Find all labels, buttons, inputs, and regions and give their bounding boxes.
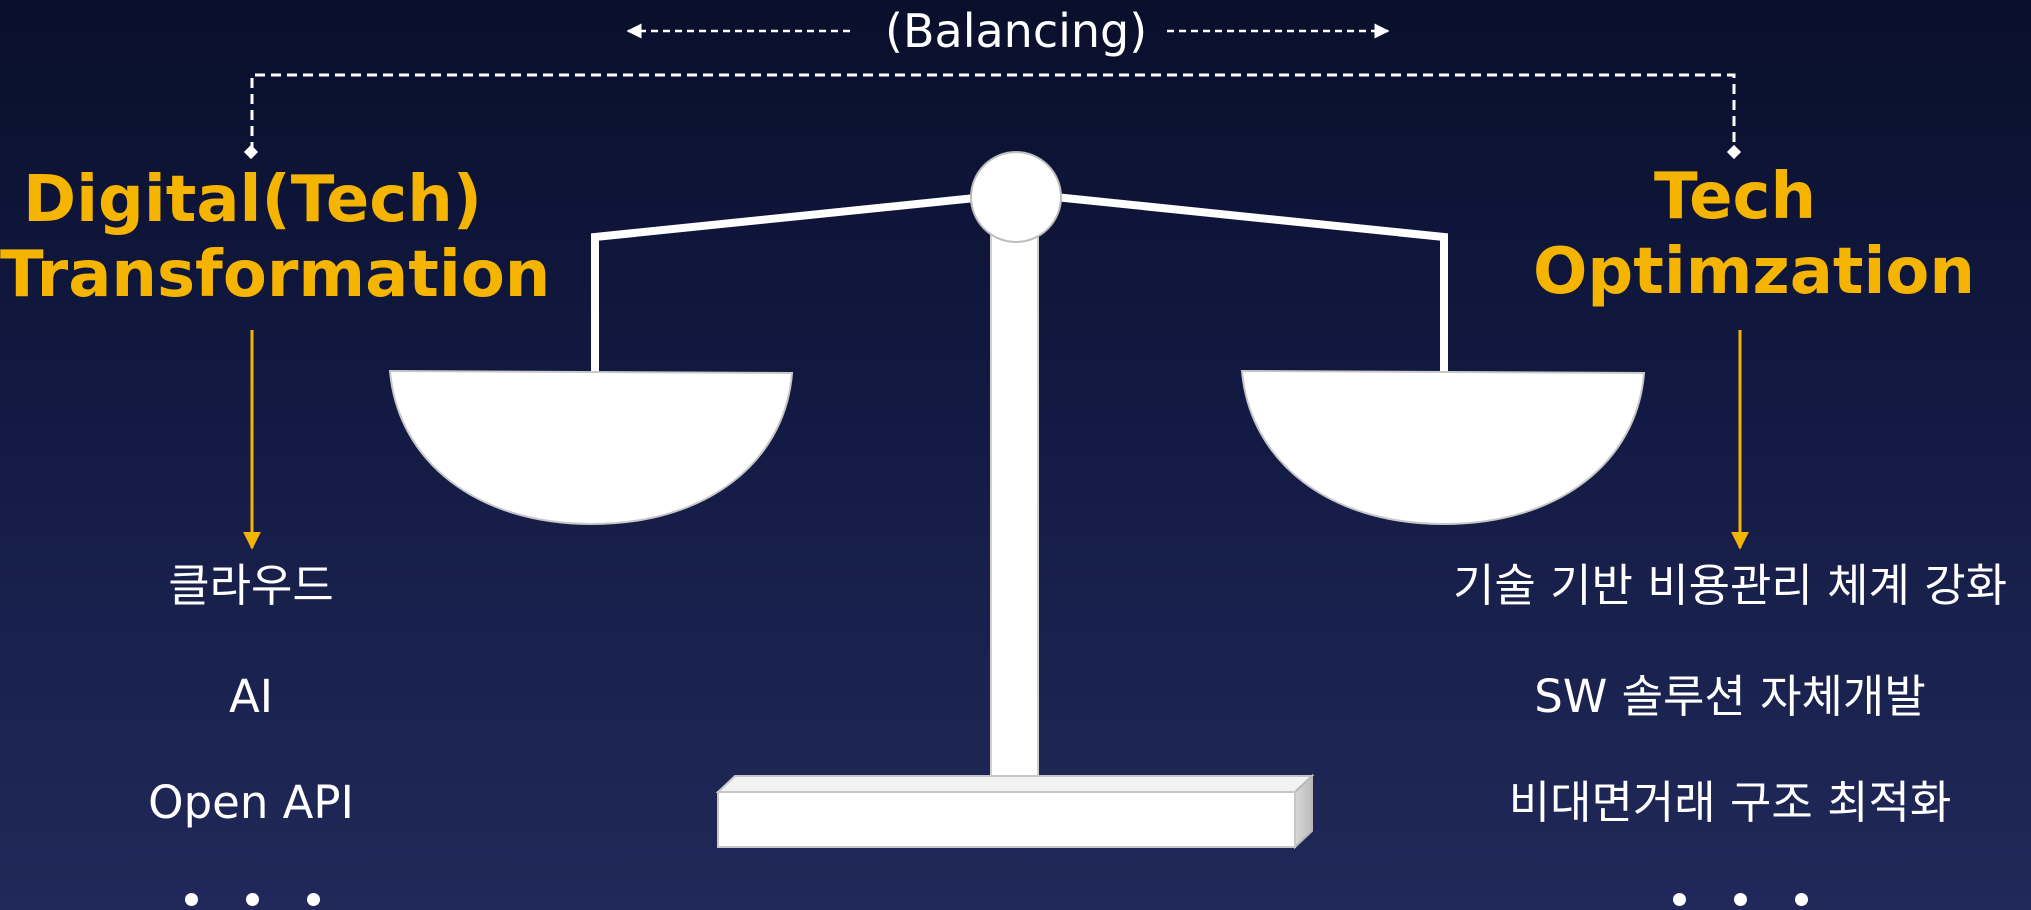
ellipsis-dot xyxy=(307,893,320,906)
scale-icon xyxy=(388,151,1646,850)
right-ellipsis xyxy=(1668,893,1813,906)
left-title: Digital(Tech) Transformation xyxy=(0,163,551,313)
connector-end-right xyxy=(1726,144,1742,160)
left-ellipsis xyxy=(180,893,325,906)
right-title-line1: Tech xyxy=(1653,160,1817,234)
ellipsis-dot xyxy=(185,893,198,906)
balancing-label: (Balancing) xyxy=(885,4,1148,58)
connector-end-left xyxy=(243,144,259,160)
right-item-untact-optimization: 비대면거래 구조 최적화 xyxy=(1508,776,1952,829)
left-item-cloud: 클라우드 xyxy=(168,559,334,612)
left-item-ai: AI xyxy=(228,670,274,723)
right-title-line2: Optimzation xyxy=(1533,235,1975,309)
ellipsis-dot xyxy=(246,893,259,906)
ellipsis-dot xyxy=(1734,893,1747,906)
ellipsis-dot xyxy=(1795,893,1808,906)
ellipsis-dot xyxy=(1673,893,1686,906)
left-item-open-api: Open API xyxy=(148,776,354,829)
left-title-line1: Digital(Tech) xyxy=(22,163,483,237)
connector-bracket xyxy=(250,73,1736,152)
left-title-line2: Transformation xyxy=(0,238,551,312)
right-item-cost-management: 기술 기반 비용관리 체계 강화 xyxy=(1452,559,2008,612)
right-title: Tech Optimzation xyxy=(1533,160,1975,310)
right-item-sw-solution: SW 솔루션 자체개발 xyxy=(1534,670,1926,723)
